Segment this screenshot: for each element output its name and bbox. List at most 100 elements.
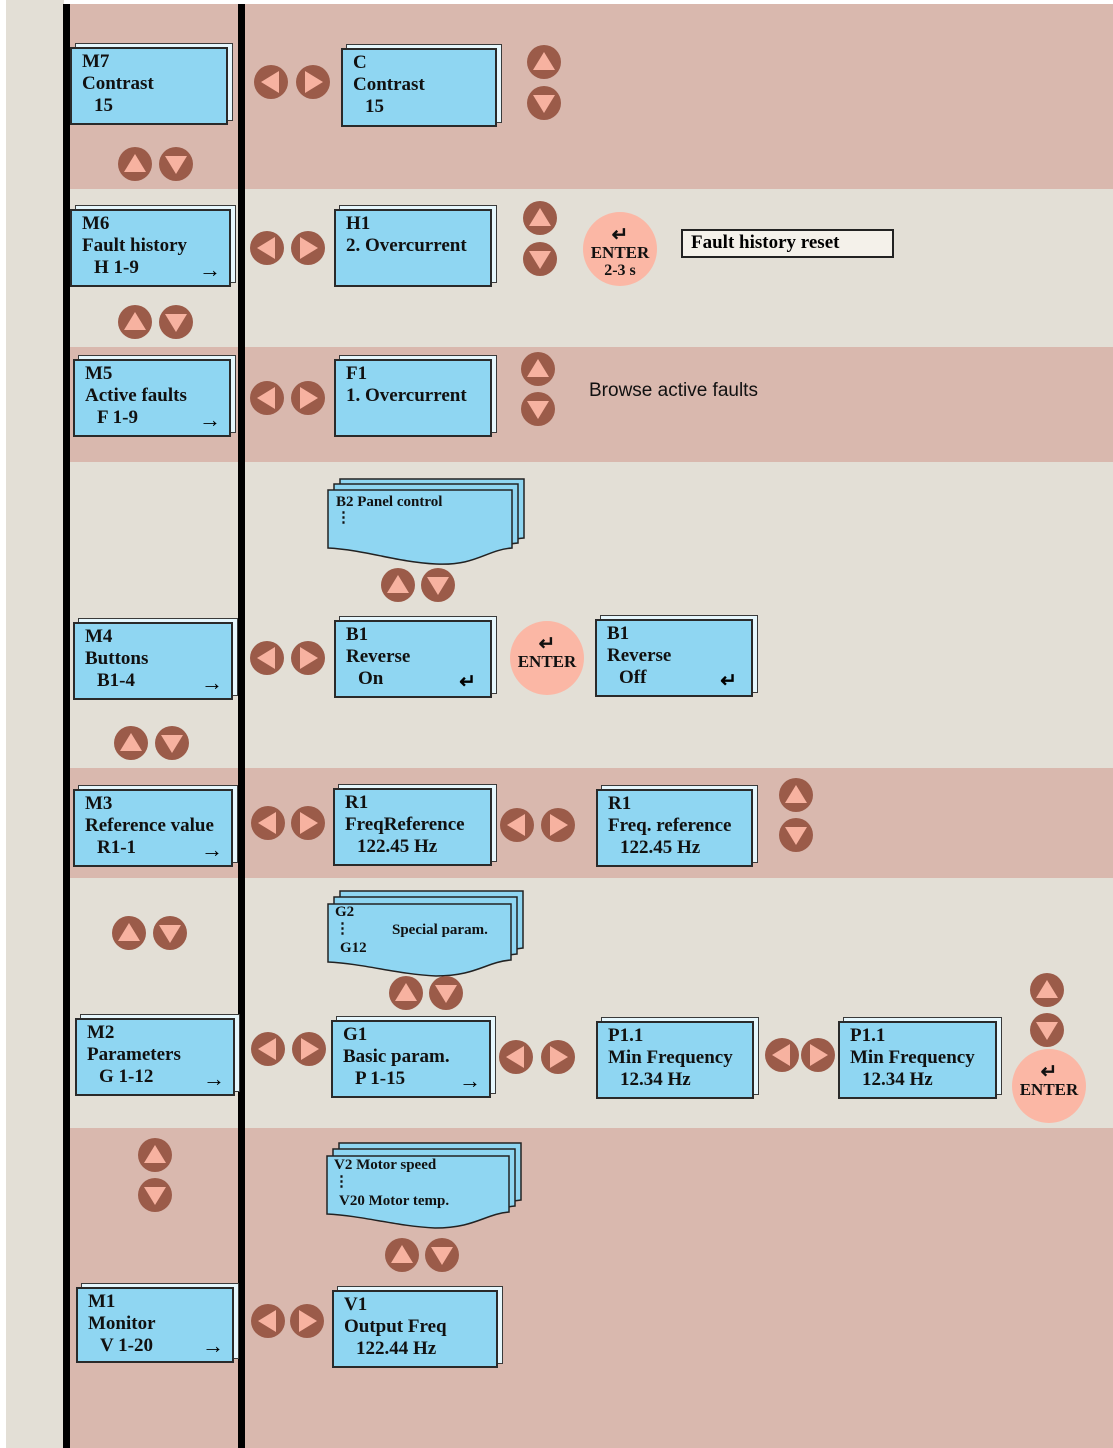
- down-button[interactable]: [521, 392, 555, 426]
- menu-code: M6: [82, 213, 110, 234]
- enter-icon: ↵: [459, 671, 476, 693]
- up-button[interactable]: [381, 568, 415, 602]
- up-button[interactable]: [1030, 973, 1064, 1007]
- menu-name: Buttons: [85, 648, 149, 669]
- up-button[interactable]: [523, 201, 557, 235]
- left-button[interactable]: [251, 1304, 285, 1338]
- arrow-right-icon: →: [199, 257, 221, 282]
- right-button[interactable]: [291, 806, 325, 840]
- left-button[interactable]: [500, 808, 534, 842]
- menu-name: Reference value: [85, 815, 214, 836]
- arrow-right-icon: →: [203, 1066, 225, 1091]
- stack-item-last: V20 Motor temp.: [339, 1193, 450, 1209]
- up-button[interactable]: [521, 352, 555, 386]
- menu-value: H 1-9: [94, 257, 139, 278]
- stack-item-first: B2 Panel control: [336, 494, 443, 510]
- right-button[interactable]: [541, 808, 575, 842]
- up-button[interactable]: [112, 916, 146, 950]
- right-button[interactable]: [292, 1032, 326, 1066]
- up-button[interactable]: [118, 305, 152, 339]
- left-button[interactable]: [250, 381, 284, 415]
- up-button[interactable]: [389, 976, 423, 1010]
- right-button[interactable]: [541, 1040, 575, 1074]
- down-button[interactable]: [523, 242, 557, 276]
- down-button[interactable]: [155, 726, 189, 760]
- menu-name: Contrast: [82, 73, 154, 94]
- left-button[interactable]: [765, 1038, 799, 1072]
- left-button[interactable]: [254, 65, 288, 99]
- screen-code: B1: [346, 624, 369, 645]
- screen-name: Output Freq: [344, 1316, 447, 1337]
- up-button[interactable]: [779, 778, 813, 812]
- down-button[interactable]: [527, 86, 561, 120]
- screen-code: P1.1: [608, 1025, 644, 1046]
- arrow-right-icon: →: [201, 837, 223, 862]
- down-button[interactable]: [425, 1238, 459, 1272]
- enter-label: ENTER: [517, 652, 577, 671]
- right-button[interactable]: [290, 1304, 324, 1338]
- buttons-submenu-stack: B2 Panel control ⋮: [326, 478, 526, 568]
- down-button[interactable]: [159, 147, 193, 181]
- arrow-right-icon: →: [202, 1333, 224, 1358]
- right-button[interactable]: [291, 231, 325, 265]
- enter-button[interactable]: ↵ ENTER: [510, 621, 584, 695]
- screen-code: P1.1: [850, 1025, 886, 1046]
- up-button[interactable]: [385, 1238, 419, 1272]
- left-divider-line: [63, 4, 70, 1448]
- screen-value: 122.45 Hz: [357, 836, 438, 857]
- left-button[interactable]: [250, 641, 284, 675]
- left-button[interactable]: [250, 231, 284, 265]
- up-button[interactable]: [114, 726, 148, 760]
- left-button[interactable]: [251, 806, 285, 840]
- down-button[interactable]: [779, 818, 813, 852]
- screen-value: P 1-15: [355, 1068, 406, 1089]
- screen-name: 2. Overcurrent: [346, 235, 467, 256]
- right-button[interactable]: [296, 65, 330, 99]
- left-button[interactable]: [251, 1032, 285, 1066]
- fault-history-reset-label: Fault history reset: [681, 229, 894, 258]
- up-button[interactable]: [527, 45, 561, 79]
- down-button[interactable]: [421, 568, 455, 602]
- menu-value: V 1-20: [100, 1335, 153, 1356]
- menu-code: M2: [87, 1022, 115, 1043]
- up-button[interactable]: [138, 1138, 172, 1172]
- right-button[interactable]: [291, 641, 325, 675]
- down-button[interactable]: [429, 976, 463, 1010]
- enter-button[interactable]: ↵ ENTER 2-3 s: [583, 212, 657, 286]
- screen-name: Reverse: [607, 645, 672, 666]
- enter-button[interactable]: ↵ ENTER: [1012, 1049, 1086, 1123]
- down-button[interactable]: [1030, 1013, 1064, 1047]
- screen-value: On: [358, 668, 384, 689]
- down-button[interactable]: [138, 1178, 172, 1212]
- down-button[interactable]: [159, 305, 193, 339]
- menu-code: M3: [85, 793, 113, 814]
- right-button[interactable]: [801, 1038, 835, 1072]
- menu-code: M4: [85, 626, 113, 647]
- right-button[interactable]: [291, 381, 325, 415]
- left-button[interactable]: [499, 1040, 533, 1074]
- menu-code: M7: [82, 51, 110, 72]
- screen-code: H1: [346, 213, 371, 234]
- down-button[interactable]: [153, 916, 187, 950]
- screen-value: 122.44 Hz: [356, 1338, 437, 1359]
- up-button[interactable]: [118, 147, 152, 181]
- stack-ellipsis: ⋮: [336, 510, 351, 526]
